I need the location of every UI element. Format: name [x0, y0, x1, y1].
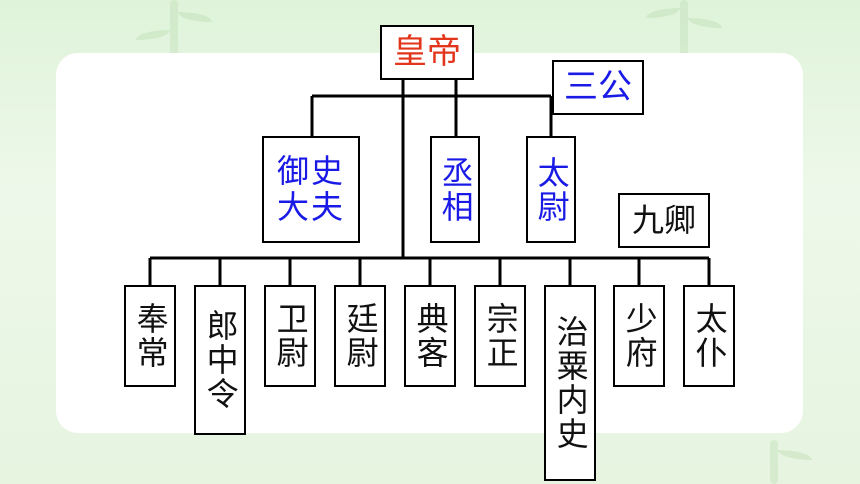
- duke-chancellor: 丞相: [430, 136, 480, 243]
- minister-weiwei-label: 卫尉: [271, 302, 310, 370]
- minister-fengchang-label: 奉常: [131, 302, 170, 370]
- nine-ministers-label-box: 九卿: [618, 193, 710, 248]
- duke-yushi-dafu: 御史大夫: [262, 136, 360, 243]
- minister-fengchang: 奉常: [124, 285, 176, 387]
- nine-ministers-label: 九卿: [631, 200, 696, 239]
- duke-grand-commandant-label: 太尉: [532, 155, 571, 224]
- minister-taipu-label: 太仆: [690, 302, 729, 370]
- minister-shaofu-label: 少府: [620, 302, 659, 370]
- duke-yushi-dafu-label: 御史大夫: [276, 152, 345, 226]
- minister-tingwei: 廷尉: [334, 285, 386, 387]
- minister-taipu: 太仆: [683, 285, 735, 387]
- minister-zongzheng: 宗正: [474, 285, 526, 387]
- duke-chancellor-label: 丞相: [436, 155, 475, 224]
- minister-shaofu: 少府: [613, 285, 665, 387]
- emperor-node: 皇帝: [380, 25, 474, 80]
- minister-langzhongling-label: 郎中令: [201, 309, 240, 411]
- three-dukes-label: 三公: [564, 66, 632, 107]
- minister-weiwei: 卫尉: [264, 285, 316, 387]
- minister-zongzheng-label: 宗正: [481, 302, 520, 370]
- minister-tingwei-label: 廷尉: [341, 302, 380, 370]
- minister-langzhongling: 郎中令: [194, 285, 246, 435]
- three-dukes-label-box: 三公: [552, 60, 644, 115]
- minister-dianke: 典客: [404, 285, 456, 387]
- minister-dianke-label: 典客: [411, 302, 450, 370]
- minister-zhisu-neishi: 治粟内史: [544, 285, 596, 481]
- minister-zhisu-neishi-label: 治粟内史: [551, 315, 590, 451]
- duke-grand-commandant: 太尉: [526, 136, 576, 243]
- emperor-label: 皇帝: [393, 31, 461, 72]
